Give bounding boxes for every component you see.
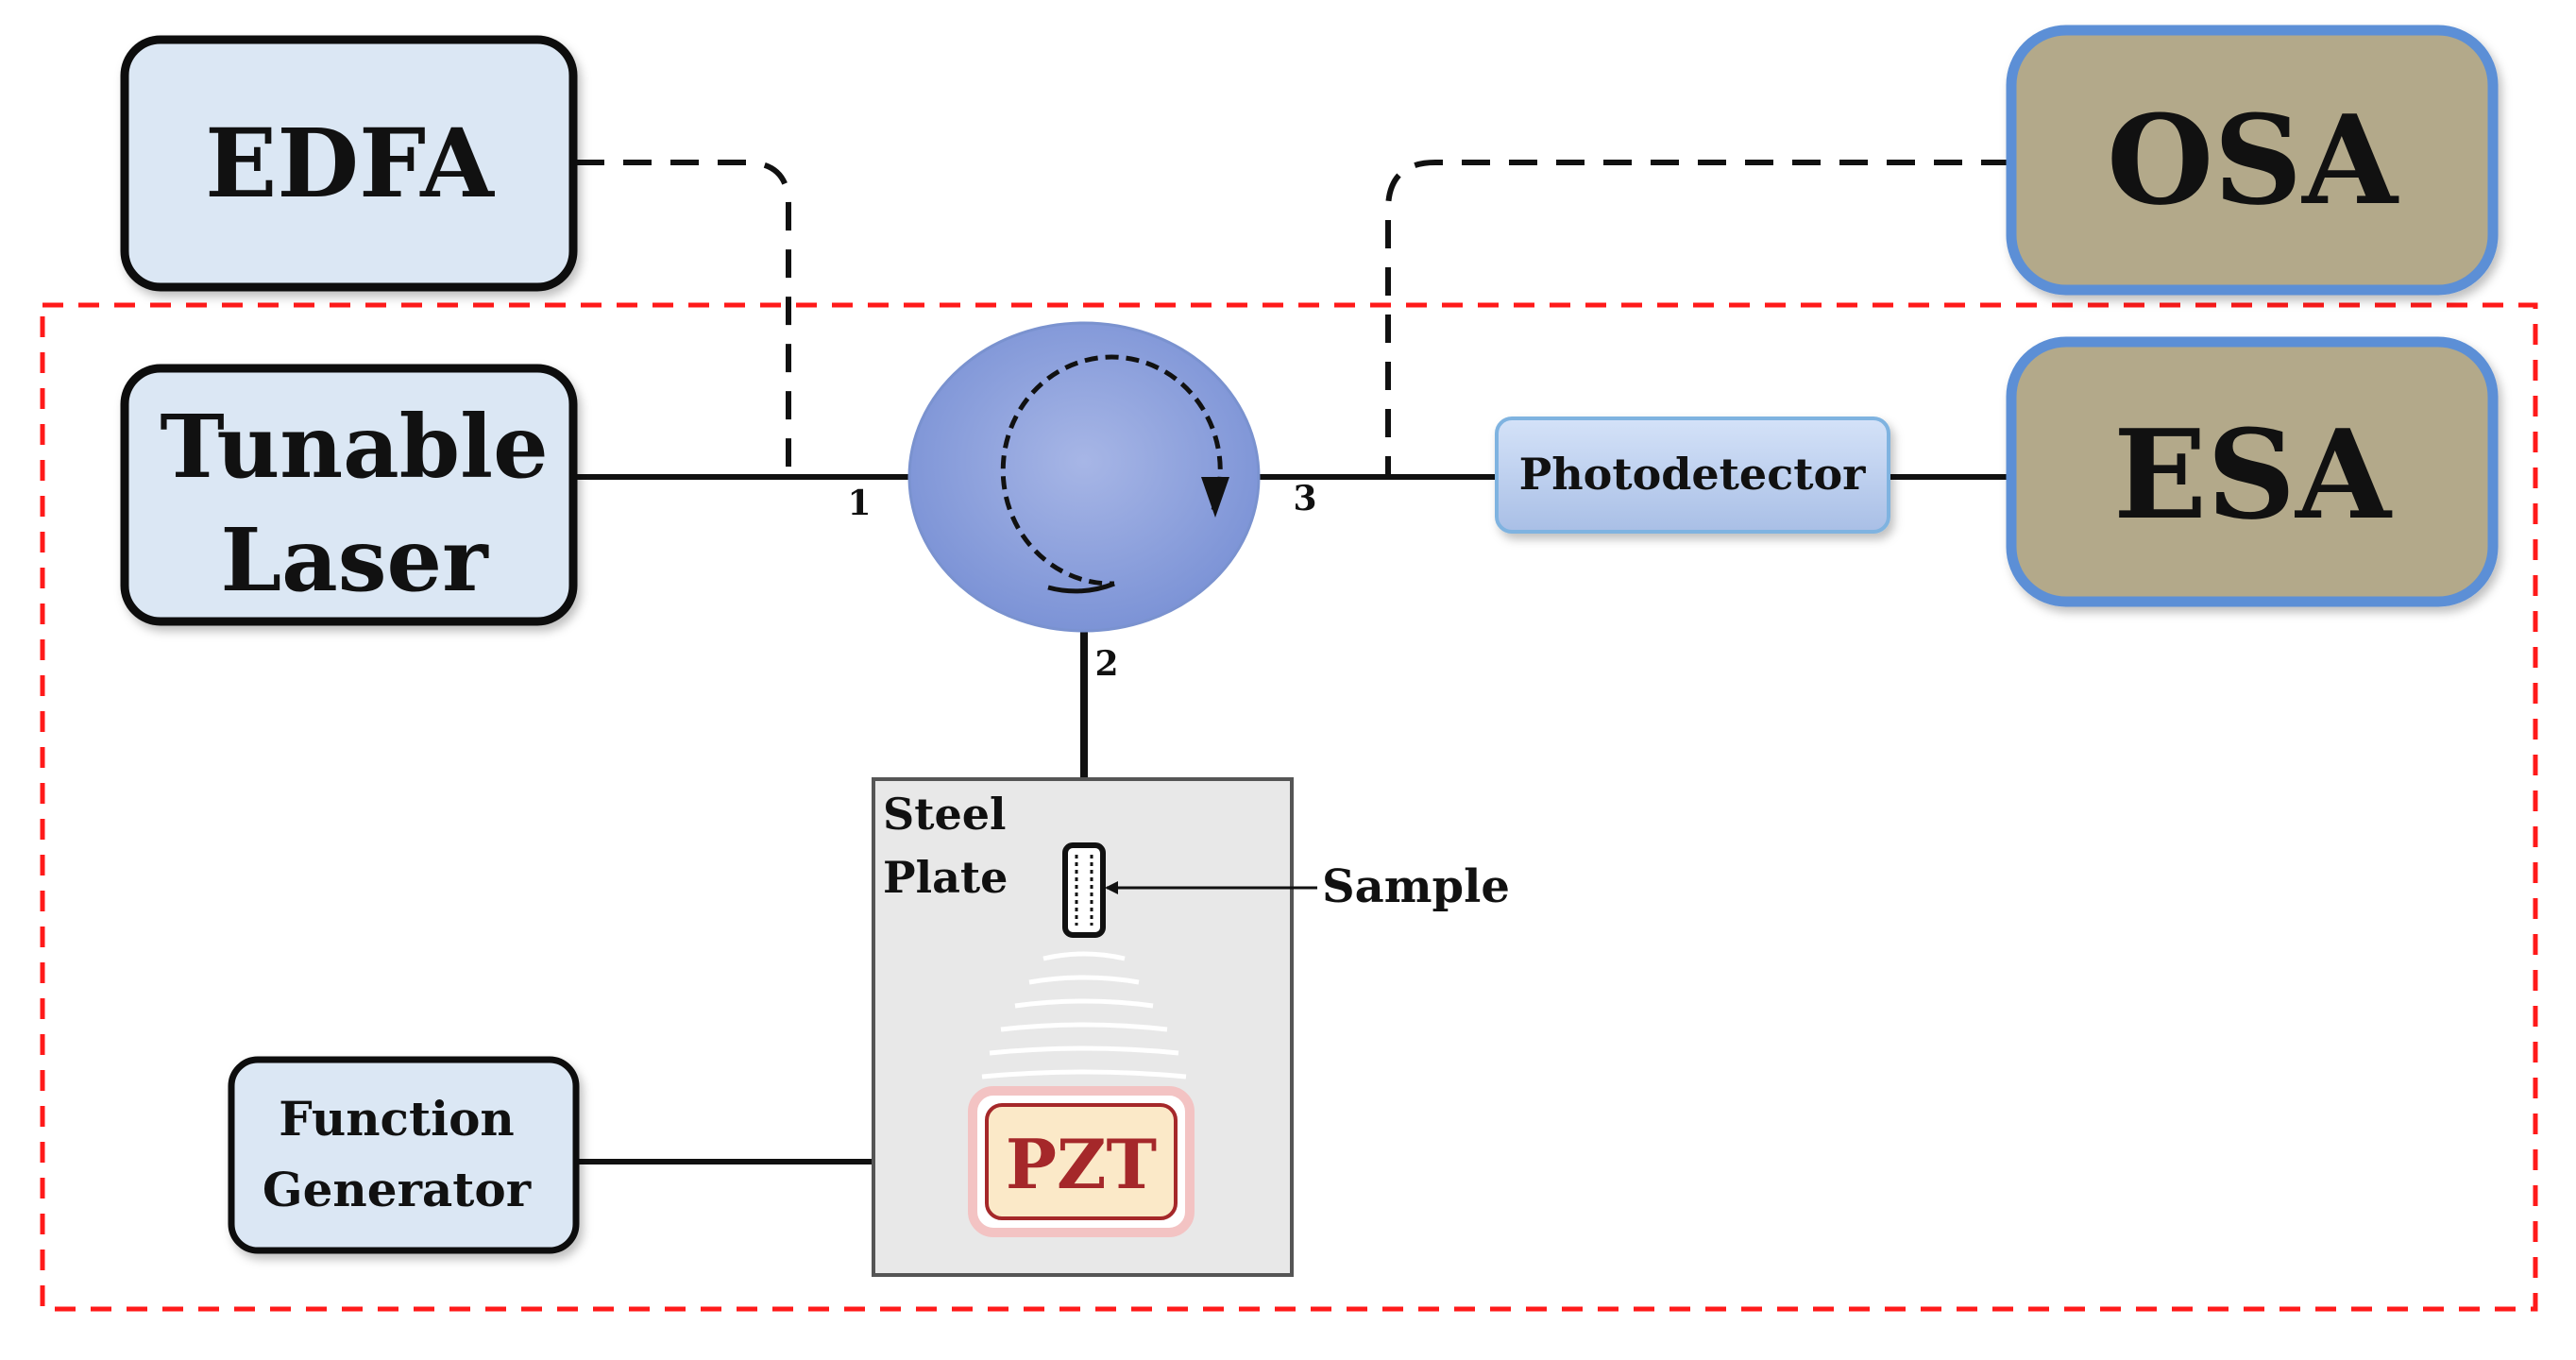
experimental-enclosure — [40, 302, 2538, 1312]
osa-dashed-connection — [1385, 160, 2009, 477]
tunable-laser-label-line1: Tunable — [160, 396, 548, 498]
vibration-waves — [981, 951, 1187, 1080]
optical-circulator — [907, 321, 1261, 633]
circulator-arrowhead — [1201, 477, 1229, 518]
function-generator-block — [228, 1056, 580, 1254]
edfa-dashed-connection — [576, 160, 791, 477]
tunable-laser-block — [120, 364, 578, 626]
osa-label: OSA — [2107, 88, 2399, 232]
photodetector-block — [1495, 416, 1890, 534]
sample-label: Sample — [1322, 860, 1510, 913]
esa-block — [2006, 336, 2499, 607]
pzt-label: PZT — [1006, 1124, 1157, 1204]
edfa-label: EDFA — [205, 108, 495, 219]
osa-block — [2006, 25, 2499, 296]
sample-fbg — [1062, 842, 1106, 938]
tunable-laser-label-line2: Laser — [220, 509, 489, 611]
esa-label: ESA — [2113, 402, 2393, 547]
steel-plate-label-line2: Plate — [883, 852, 1008, 903]
photodetector-label: Photodetector — [1519, 449, 1867, 500]
function-generator-label-line2: Generator — [263, 1162, 532, 1217]
circulator-port-3: 3 — [1293, 479, 1316, 518]
pzt-block — [968, 1086, 1195, 1237]
circulator-port-1: 1 — [847, 484, 871, 523]
circulator-port-2: 2 — [1094, 644, 1118, 684]
circulator-rotation-arrow — [1000, 354, 1223, 586]
function-generator-label-line1: Function — [279, 1091, 515, 1147]
edfa-block — [120, 35, 578, 292]
steel-plate-label-line1: Steel — [883, 789, 1006, 840]
